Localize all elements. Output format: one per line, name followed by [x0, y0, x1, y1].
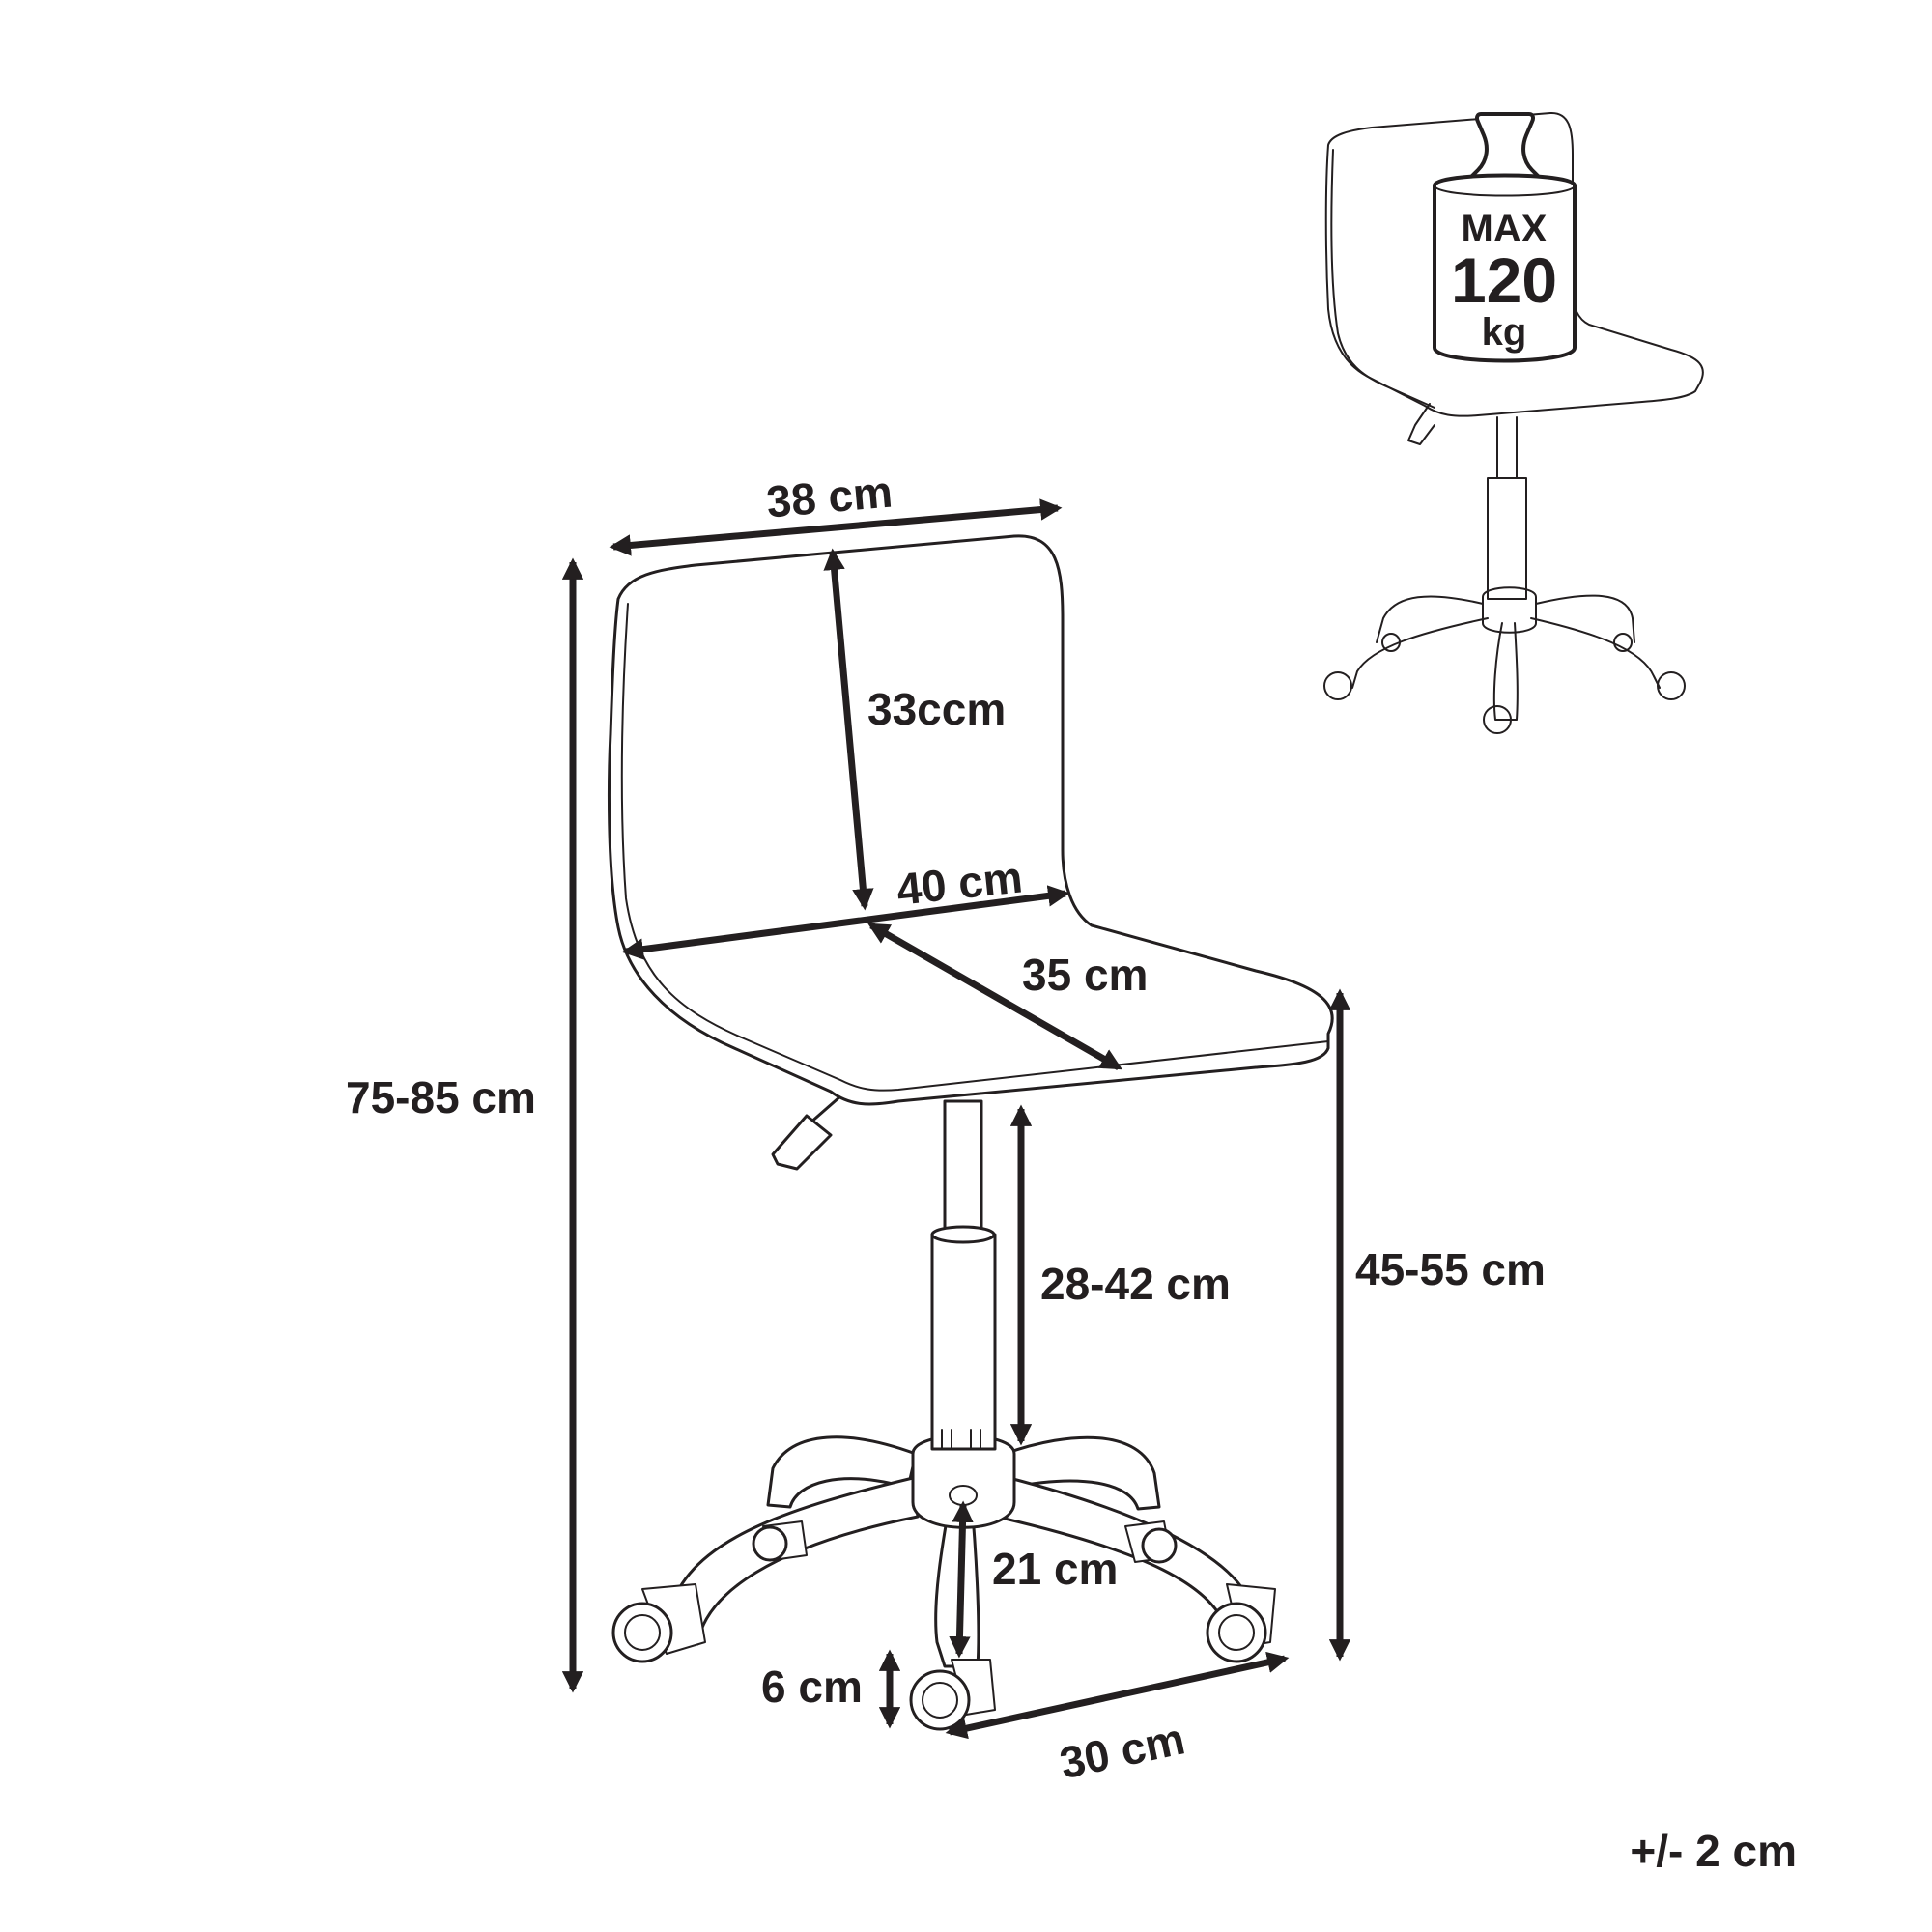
- label-backrest-height: 33ccm: [867, 684, 1006, 734]
- caster-back-left: [752, 1520, 808, 1562]
- piston: [943, 1099, 983, 1248]
- label-base-to-seat: 28-42 cm: [1040, 1259, 1231, 1309]
- dimension-labels: 38 cm 33ccm 40 cm 35 cm 75-85 cm 28-42 c…: [346, 466, 1546, 1788]
- caster-front-left: [611, 1583, 706, 1663]
- base-leg-back-left: [766, 1435, 918, 1509]
- label-leg-length: 21 cm: [992, 1544, 1118, 1594]
- max-label: MAX: [1462, 208, 1548, 250]
- base-leg-back-right: [1003, 1435, 1161, 1511]
- dim-base-radius: [945, 1651, 1290, 1740]
- gas-lift: [930, 1099, 997, 1451]
- caster-back-right: [1124, 1520, 1178, 1564]
- label-seat-depth: 35 cm: [1022, 950, 1148, 1000]
- label-caster-height: 6 cm: [761, 1662, 863, 1712]
- max-load-diagram: MAX 120 kg: [1323, 111, 1704, 734]
- chair-drawing: 38 cm 33ccm 40 cm 35 cm 75-85 cm 28-42 c…: [346, 466, 1546, 1788]
- label-seat-height: 45-55 cm: [1355, 1244, 1546, 1294]
- backrest: [607, 534, 1334, 1106]
- weight-icon: [1433, 112, 1577, 363]
- max-load-unit: kg: [1482, 311, 1527, 354]
- caster-front-right: [1206, 1583, 1276, 1663]
- dim-seat-depth: [867, 922, 1122, 1071]
- small-chair: [1323, 111, 1704, 734]
- caster-front: [909, 1659, 996, 1731]
- max-load-value: 120: [1451, 244, 1557, 316]
- seat-shell: [607, 534, 1334, 1106]
- dim-leg-length: [949, 1500, 974, 1659]
- label-total-height: 75-85 cm: [346, 1072, 536, 1122]
- dim-backrest-width: [609, 498, 1063, 556]
- tolerance-note: +/- 2 cm: [1630, 1826, 1797, 1876]
- dim-backrest-height: [823, 548, 874, 911]
- label-backrest-width: 38 cm: [764, 466, 894, 526]
- dimension-lines: [561, 498, 1351, 1740]
- lever-handle: [771, 1114, 833, 1171]
- cylinder: [930, 1233, 997, 1451]
- dim-seat-width: [621, 885, 1070, 960]
- height-lever: [771, 1094, 842, 1171]
- label-base-radius: 30 cm: [1055, 1713, 1188, 1788]
